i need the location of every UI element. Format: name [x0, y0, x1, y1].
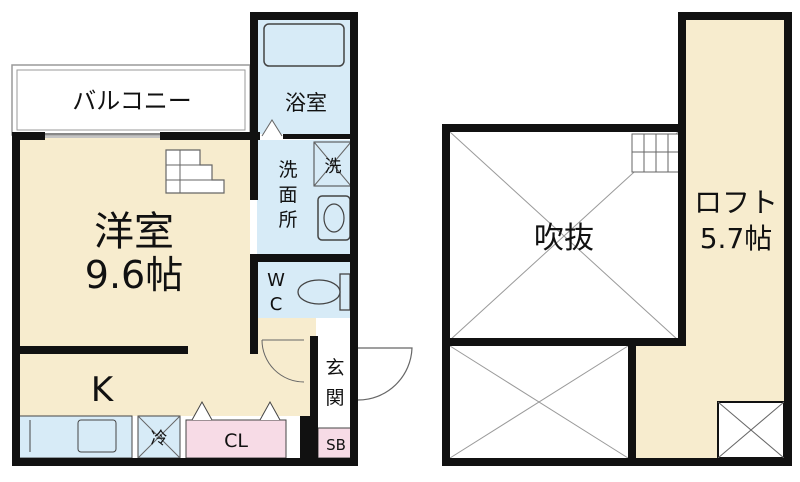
washroom-label-2: 面 [278, 184, 297, 206]
entrance-door-swing [357, 347, 413, 401]
balcony-label: バルコニー [72, 87, 192, 115]
closet [185, 419, 287, 459]
western-room-area: 9.6帖 [85, 253, 183, 297]
void-label: 吹抜 [534, 221, 594, 256]
balcony-rail [16, 69, 246, 131]
bath-door-swing [261, 119, 283, 137]
loft-floor-plan: 吹抜 ロフト 5.7帖 [442, 12, 792, 466]
walls-first-floor [12, 12, 358, 466]
entrance-floor [316, 336, 354, 422]
toilet-label-w: W [267, 270, 285, 291]
fridge-label: 冷 [151, 429, 168, 449]
washroom-label-1: 洗 [278, 159, 297, 181]
loft-stair-top [631, 133, 681, 173]
entrance-label-1: 玄 [325, 357, 344, 379]
western-room-name: 洋室 [94, 209, 174, 255]
fridge-cross-b [137, 415, 181, 459]
closet-door-mark-a [191, 400, 213, 421]
hall-floor [250, 318, 316, 416]
toilet-tank [339, 273, 351, 311]
loft-floor-lower [634, 340, 686, 458]
kitchen-sink [77, 419, 117, 453]
basin-bowl [323, 203, 345, 233]
shoe-box-label: SB [326, 436, 346, 454]
balcony-area [11, 64, 251, 136]
first-floor-plan: バルコニー [11, 12, 413, 466]
loft-name: ロフト [694, 186, 778, 219]
loft-area: 5.7帖 [700, 222, 773, 255]
washroom-door-swing [261, 339, 305, 383]
toilet-bowl [297, 279, 341, 305]
toilet-label-c: C [270, 294, 283, 315]
wash-basin [317, 195, 351, 241]
entrance-label-2: 関 [325, 387, 344, 409]
bath-label: 浴室 [285, 91, 327, 115]
loft-floor [686, 18, 784, 458]
bathtub [263, 23, 345, 67]
kitchen-label: K [91, 370, 115, 410]
washer-label: 洗 [325, 157, 342, 177]
closet-door-mark-b [259, 400, 281, 421]
staircase [165, 149, 225, 194]
washroom-label-3: 所 [278, 209, 297, 231]
shoe-box [317, 427, 355, 459]
walls-loft [442, 12, 792, 466]
washer-cross-b [313, 141, 352, 187]
closet-label: CL [224, 430, 248, 452]
